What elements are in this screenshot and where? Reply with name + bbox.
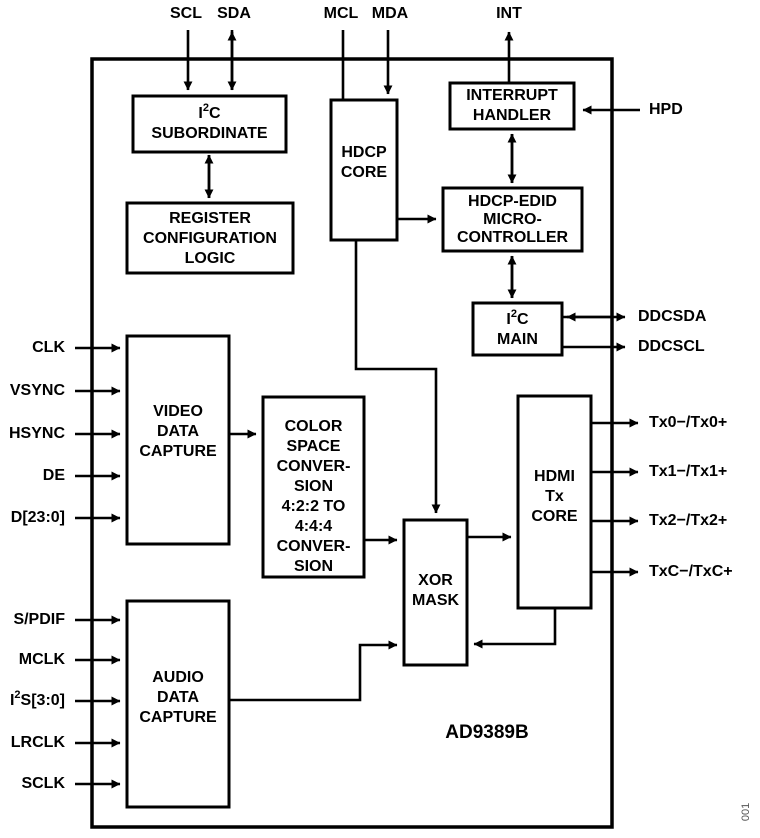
- xor-line2: MASK: [412, 592, 460, 609]
- pin-label-lrclk: LRCLK: [11, 734, 66, 751]
- adc-line1: AUDIO: [152, 669, 204, 686]
- pin-label-hpd: HPD: [649, 101, 683, 118]
- pin-label-i2s-pre: I: [10, 692, 14, 709]
- interrupt-handler-line1: INTERRUPT: [466, 87, 558, 104]
- uc-line3: CONTROLLER: [457, 229, 569, 246]
- i2c-main-line1-post: C: [517, 311, 529, 328]
- pin-label-ddcsda: DDCSDA: [638, 308, 707, 325]
- pin-label-hsync: HSYNC: [9, 425, 65, 442]
- pin-label-tx1: Tx1−/Tx1+: [649, 463, 727, 480]
- pin-label-i2s-post: S[3:0]: [21, 692, 65, 709]
- pin-label-int: INT: [496, 5, 522, 22]
- hdcp-core-line1: HDCP: [341, 144, 387, 161]
- csc-line5: 4:2:2 TO: [282, 498, 346, 515]
- block-hdmi-tx-core: HDMI Tx CORE: [516, 394, 593, 610]
- wire-hdcpcore-xor: [354, 240, 441, 514]
- i2c-subordinate-line2: SUBORDINATE: [151, 125, 267, 142]
- chip-outline: [90, 57, 614, 829]
- pin-label-tx2: Tx2−/Tx2+: [649, 512, 727, 529]
- pin-label-clk: CLK: [32, 339, 65, 356]
- pin-label-sda: SDA: [217, 5, 251, 22]
- block-i2c-subordinate: I2C SUBORDINATE: [131, 94, 288, 154]
- block-xor-mask: XOR MASK: [402, 518, 469, 667]
- pin-label-mclk: MCLK: [19, 651, 66, 668]
- hdmi-line1: HDMI: [534, 468, 575, 485]
- adc-line3: CAPTURE: [139, 709, 217, 726]
- pin-label-vsync: VSYNC: [10, 382, 66, 399]
- pin-label-i2s-sup: 2: [14, 689, 20, 701]
- vdc-line2: DATA: [157, 423, 200, 440]
- i2c-subordinate-line1-pre: I: [198, 105, 202, 122]
- csc-line7: CONVER-: [277, 538, 351, 555]
- vdc-line1: VIDEO: [153, 403, 203, 420]
- pin-label-spdif: S/PDIF: [13, 611, 65, 628]
- regcfg-line3: LOGIC: [185, 250, 236, 267]
- csc-line8: SION: [294, 558, 333, 575]
- pin-label-tx0: Tx0−/Tx0+: [649, 414, 727, 431]
- hdmi-line2: Tx: [545, 488, 564, 505]
- pin-label-mda: MDA: [372, 5, 409, 22]
- hdcp-core-line2: CORE: [341, 164, 388, 181]
- block-hdcp-edid-microcontroller: HDCP-EDID MICRO- CONTROLLER: [441, 186, 584, 253]
- xor-line1: XOR: [418, 572, 453, 589]
- pin-label-txc: TxC−/TxC+: [649, 563, 733, 580]
- pin-label-i2s: I2S[3:0]: [10, 689, 65, 709]
- csc-line1: COLOR: [285, 418, 343, 435]
- wire-hdmi-xor-feedback: [473, 608, 557, 649]
- part-name-label: AD9389B: [445, 722, 528, 743]
- pin-label-scl: SCL: [170, 5, 202, 22]
- uc-line2: MICRO-: [483, 211, 542, 228]
- svg-text:I2C: I2C: [198, 102, 221, 122]
- pin-label-sclk: SCLK: [21, 775, 65, 792]
- block-video-data-capture: VIDEO DATA CAPTURE: [125, 334, 231, 546]
- regcfg-line1: REGISTER: [169, 210, 251, 227]
- csc-line3: CONVER-: [277, 458, 351, 475]
- block-interrupt-handler: INTERRUPT HANDLER: [448, 81, 576, 131]
- block-register-configuration-logic: REGISTER CONFIGURATION LOGIC: [125, 201, 295, 275]
- figure-number: 001: [740, 803, 752, 821]
- pin-label-mcl: MCL: [324, 5, 359, 22]
- block-color-space-conversion: COLOR SPACE CONVER- SION 4:2:2 TO 4:4:4 …: [261, 395, 366, 579]
- block-i2c-main: I2C MAIN: [471, 301, 564, 357]
- i2c-main-line2: MAIN: [497, 331, 538, 348]
- block-audio-data-capture: AUDIO DATA CAPTURE: [125, 599, 231, 809]
- pin-label-de: DE: [43, 467, 66, 484]
- i2c-main-line1-sup: 2: [511, 308, 517, 320]
- uc-line1: HDCP-EDID: [468, 193, 557, 210]
- csc-line2: SPACE: [287, 438, 341, 455]
- wire-adc-xor: [229, 640, 398, 702]
- vdc-line3: CAPTURE: [139, 443, 217, 460]
- csc-line4: SION: [294, 478, 333, 495]
- csc-line6: 4:4:4: [295, 518, 332, 535]
- regcfg-line2: CONFIGURATION: [143, 230, 277, 247]
- i2c-main-line1-pre: I: [506, 311, 510, 328]
- svg-text:I2C: I2C: [506, 308, 529, 328]
- interrupt-handler-line2: HANDLER: [473, 107, 552, 124]
- adc-line2: DATA: [157, 689, 200, 706]
- hdmi-line3: CORE: [531, 508, 578, 525]
- i2c-subordinate-line1-sup: 2: [203, 102, 209, 114]
- i2c-subordinate-line1-post: C: [209, 105, 221, 122]
- pin-label-ddcscl: DDCSCL: [638, 338, 705, 355]
- block-hdcp-core: HDCP CORE: [329, 98, 399, 242]
- pin-label-d23-0: D[23:0]: [11, 509, 65, 526]
